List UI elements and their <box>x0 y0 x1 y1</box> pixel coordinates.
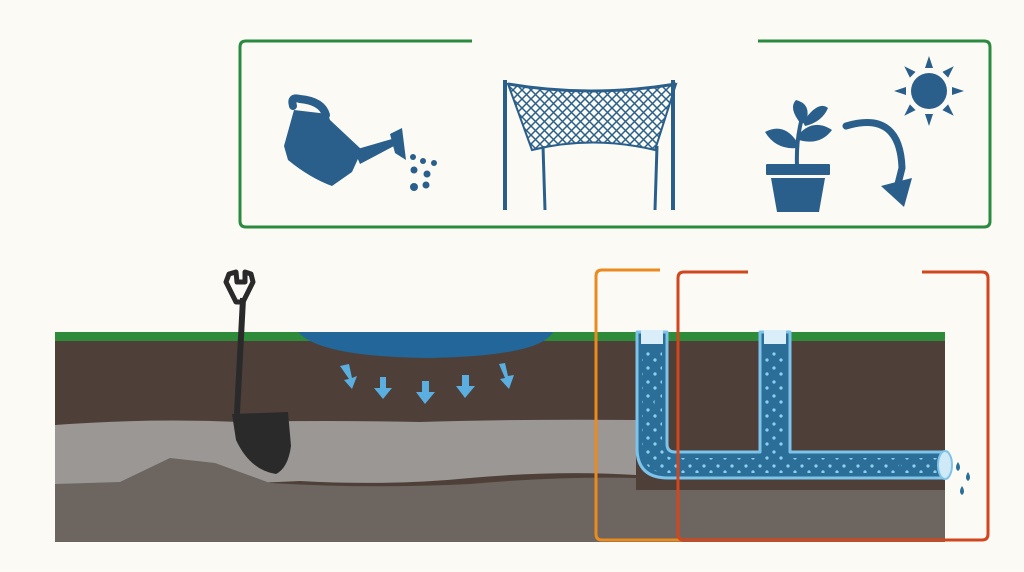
subsoil-layer <box>55 458 945 542</box>
shade-net-icon <box>503 80 678 211</box>
potted-plant-icon <box>765 100 832 212</box>
infiltration-arrow <box>340 364 357 389</box>
infiltration-arrow <box>499 363 514 389</box>
infiltration-arrow <box>456 375 475 398</box>
red-frame <box>676 270 990 542</box>
highlight-frames <box>594 268 990 542</box>
ponded-water <box>298 332 553 358</box>
shovel-icon <box>223 269 291 474</box>
infiltration-arrow <box>374 377 392 399</box>
orange-frame <box>594 268 688 542</box>
drain-pipe-water <box>642 350 943 473</box>
sun-icon <box>894 56 964 126</box>
drain-outlet <box>937 450 953 480</box>
curved-arrow-icon <box>842 119 912 207</box>
shade-net-top-line <box>507 82 677 93</box>
drain-pipe-system <box>635 330 970 495</box>
water-drops <box>646 362 970 495</box>
infiltration-arrows <box>340 363 514 404</box>
ponding-zone <box>298 332 553 404</box>
infiltration-arrow <box>416 381 435 404</box>
drain-inlet-left <box>641 330 663 344</box>
shade-net-mesh <box>506 82 678 152</box>
watering-can-icon <box>284 94 437 191</box>
drain-inlet-right <box>764 330 786 344</box>
panel-frame <box>238 39 992 229</box>
soil-profile <box>55 332 945 542</box>
solutions-panel <box>238 39 992 229</box>
